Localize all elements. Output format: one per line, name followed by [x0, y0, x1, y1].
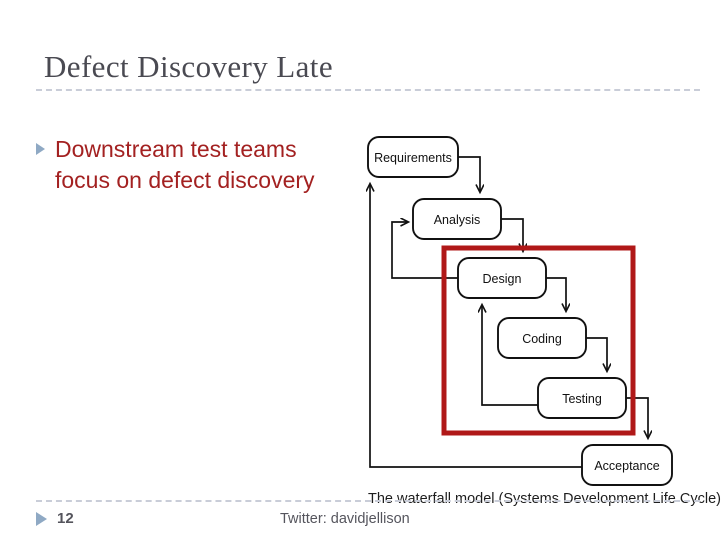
footer-divider — [36, 500, 700, 502]
stage-box-requirements: Requirements — [367, 136, 459, 178]
page-title: Defect Discovery Late — [44, 49, 333, 84]
stage-box-coding: Coding — [497, 317, 587, 359]
defect-discovery-highlight — [441, 245, 636, 436]
stage-label-analysis: Analysis — [434, 213, 481, 227]
stage-box-testing: Testing — [537, 377, 627, 419]
stage-box-analysis: Analysis — [412, 198, 502, 240]
stage-label-coding: Coding — [522, 332, 562, 346]
stage-label-requirements: Requirements — [374, 151, 452, 165]
stage-label-acceptance: Acceptance — [594, 459, 659, 473]
triangle-bullet-icon — [36, 143, 45, 155]
stage-box-design: Design — [457, 257, 547, 299]
bullet-list: Downstream test teams focus on defect di… — [36, 134, 354, 196]
stage-label-design: Design — [483, 272, 522, 286]
waterfall-model-diagram: Requirements Analysis Design Coding — [360, 128, 710, 496]
triangle-bullet-icon — [36, 512, 47, 526]
bullet-item-text: Downstream test teams focus on defect di… — [55, 136, 315, 193]
diagram-connectors — [370, 156, 648, 468]
diagram-stage-boxes-highlighted: Design Coding Testing Acceptance — [457, 257, 673, 486]
title-divider — [36, 89, 700, 91]
page-number: 12 — [57, 510, 74, 527]
diagram-stage-boxes: Requirements Analysis — [367, 136, 502, 240]
stage-box-acceptance: Acceptance — [581, 444, 673, 486]
footer-credit: Twitter: davidjellison — [280, 511, 410, 527]
stage-label-testing: Testing — [562, 392, 602, 406]
diagram-caption: The waterfall model (Systems Development… — [368, 491, 721, 507]
